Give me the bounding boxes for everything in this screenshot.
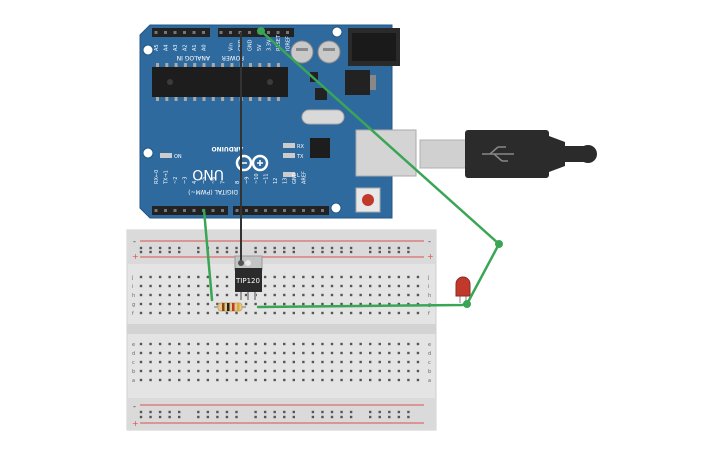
power-pin-label: RESET [276, 34, 282, 51]
analog-pin-label: A3 [173, 44, 179, 51]
analog-pin-label: A5 [154, 44, 160, 51]
rail-plus-label: + [427, 252, 434, 261]
reset-button-cap[interactable] [362, 194, 374, 206]
digital-pin-label: 4 [192, 181, 198, 184]
digital-pin-label: ~11 [264, 173, 270, 184]
rail-plus-label: + [132, 252, 139, 261]
digital-pin-label: GND [292, 172, 298, 184]
resistor[interactable] [214, 302, 246, 312]
row-letter: i [428, 284, 429, 290]
usb-port [355, 129, 417, 177]
mounting-hole [142, 147, 154, 159]
crystal [301, 109, 345, 125]
usb-cable [579, 145, 597, 163]
digital-pin-label: 13 [283, 178, 289, 184]
row-letter: h [428, 293, 431, 299]
row-letter: h [132, 293, 135, 299]
row-letter: a [132, 378, 135, 384]
digital-pin-label: ~6 [211, 177, 217, 184]
capacitor [290, 40, 314, 64]
row-letter: f [132, 311, 134, 317]
digital-pin-label: ~10 [254, 173, 260, 184]
digital-pin-label: 7 [221, 181, 227, 184]
digital-pin-label: ~3 [183, 177, 189, 184]
mounting-hole [142, 44, 154, 56]
analog-pin-label: A2 [183, 44, 189, 51]
digital-pin-label: AREF [302, 171, 308, 184]
usb-chip [310, 138, 330, 158]
row-letter: b [132, 369, 135, 375]
row-letter: e [132, 342, 135, 348]
row-letter: c [428, 360, 431, 366]
digital-pin-label: ~9 [245, 177, 251, 184]
digital-pin-label: ~2 [173, 177, 179, 184]
power-pin-label: 5V [257, 44, 263, 51]
row-letter: j [427, 275, 429, 281]
analog-pin-label: A0 [202, 44, 208, 51]
row-letter: e [428, 342, 431, 348]
l-led-label: L [297, 173, 300, 179]
usb-connector[interactable] [355, 129, 597, 178]
row-letter: d [428, 351, 431, 357]
power-pin-label: 3.3V [267, 39, 273, 51]
rail-minus-label: - [133, 402, 136, 411]
arduino-logo [235, 154, 269, 172]
tx-led-label: TX [296, 154, 304, 160]
digital-pin-label: RX←0 [154, 170, 160, 184]
on-led-label: ON [174, 154, 182, 160]
capacitor [317, 40, 341, 64]
rail-plus-label: + [132, 419, 139, 428]
analog-pin-label: A4 [164, 44, 170, 51]
mounting-hole [331, 26, 343, 38]
row-letter: c [132, 360, 135, 366]
row-letter: d [132, 351, 135, 357]
analog-pin-label: A1 [192, 44, 198, 51]
uno-label: UNO [192, 166, 224, 182]
power-pin-label: IOREF [286, 36, 292, 51]
transistor-label: TIP120 [235, 277, 260, 285]
row-letter: f [428, 311, 430, 317]
digital-pin-label: TX→1 [164, 170, 170, 185]
red-led[interactable] [455, 276, 471, 303]
analog-in-title: ANALOG IN [177, 54, 210, 61]
rx-led-label: RX [297, 144, 304, 150]
power-pin-label: Vin [229, 43, 235, 51]
power-title: POWER [222, 54, 244, 61]
digital-header-high[interactable] [233, 206, 329, 215]
mounting-hole [330, 202, 342, 214]
usb-icon [482, 146, 514, 162]
row-letter: j [131, 275, 133, 281]
wire-endpoints [238, 27, 503, 308]
digital-pin-label: 12 [273, 178, 279, 184]
voltage-regulator [345, 70, 370, 95]
digital-header-title: DIGITAL (PWM~) [188, 188, 238, 195]
row-letter: g [132, 302, 135, 308]
digital-header-low[interactable] [152, 206, 228, 215]
digital-pin-label: ~5 [202, 177, 208, 184]
rail-minus-label: - [133, 237, 136, 246]
atmega-chip [152, 67, 288, 97]
arduino-brand-label: ARDUINO [212, 145, 243, 152]
digital-pin-label: 8 [235, 181, 241, 184]
power-header-connector[interactable] [218, 28, 294, 37]
row-letter: a [428, 378, 431, 384]
rail-minus-label: - [428, 237, 431, 246]
row-letter: b [428, 369, 431, 375]
row-letter: i [132, 284, 133, 290]
analog-header[interactable] [152, 28, 210, 37]
breadboard-holes [139, 246, 420, 419]
green-wire-pin5[interactable] [202, 208, 214, 302]
power-pin-label: GND [248, 39, 254, 51]
